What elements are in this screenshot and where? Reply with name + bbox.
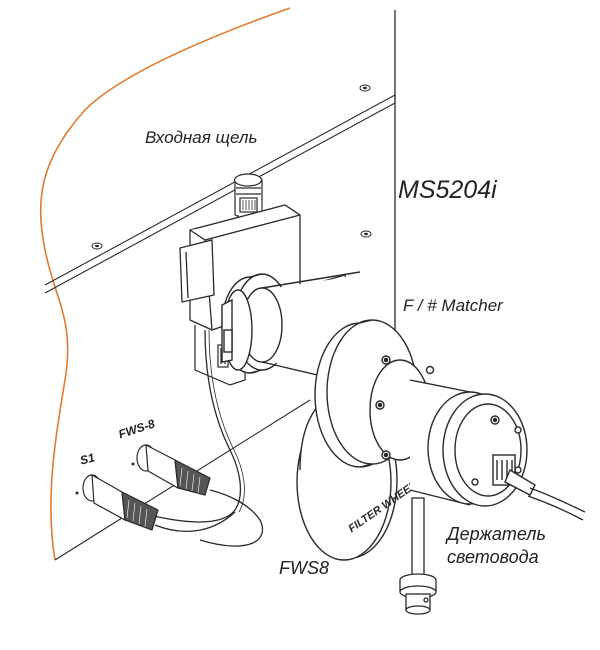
- connector-s1: [82, 473, 159, 531]
- light-guide-holder: [409, 379, 536, 507]
- model-label: MS5204i: [398, 176, 497, 204]
- fiber-cable-inner: [527, 495, 584, 521]
- screw-right: [360, 230, 372, 238]
- cable-s1: [154, 511, 236, 533]
- light-guide-holder-label-line1: Держатель: [447, 524, 546, 544]
- cable-fws8: [199, 489, 264, 547]
- cable-slit: [149, 329, 242, 523]
- housing-cut-edge: [39, 7, 291, 561]
- entrance-slit-label: Входная щель: [145, 128, 258, 147]
- connector-fws8: [136, 443, 211, 496]
- filter-wheel-label: FWS8: [279, 558, 330, 578]
- screw-left: [91, 242, 103, 250]
- matcher-label: F / # Matcher: [403, 296, 503, 315]
- s1-mark: [75, 491, 79, 495]
- screw-top: [359, 84, 371, 92]
- light-guide-holder-label-line2: световода: [447, 547, 539, 567]
- support-post: [399, 497, 437, 615]
- lid-edge-upper: [44, 94, 396, 286]
- fws8-mark: [131, 462, 135, 466]
- lid-edge-lower: [44, 102, 396, 294]
- fiber-cable: [529, 487, 586, 513]
- cable-slit-inner: [208, 329, 245, 513]
